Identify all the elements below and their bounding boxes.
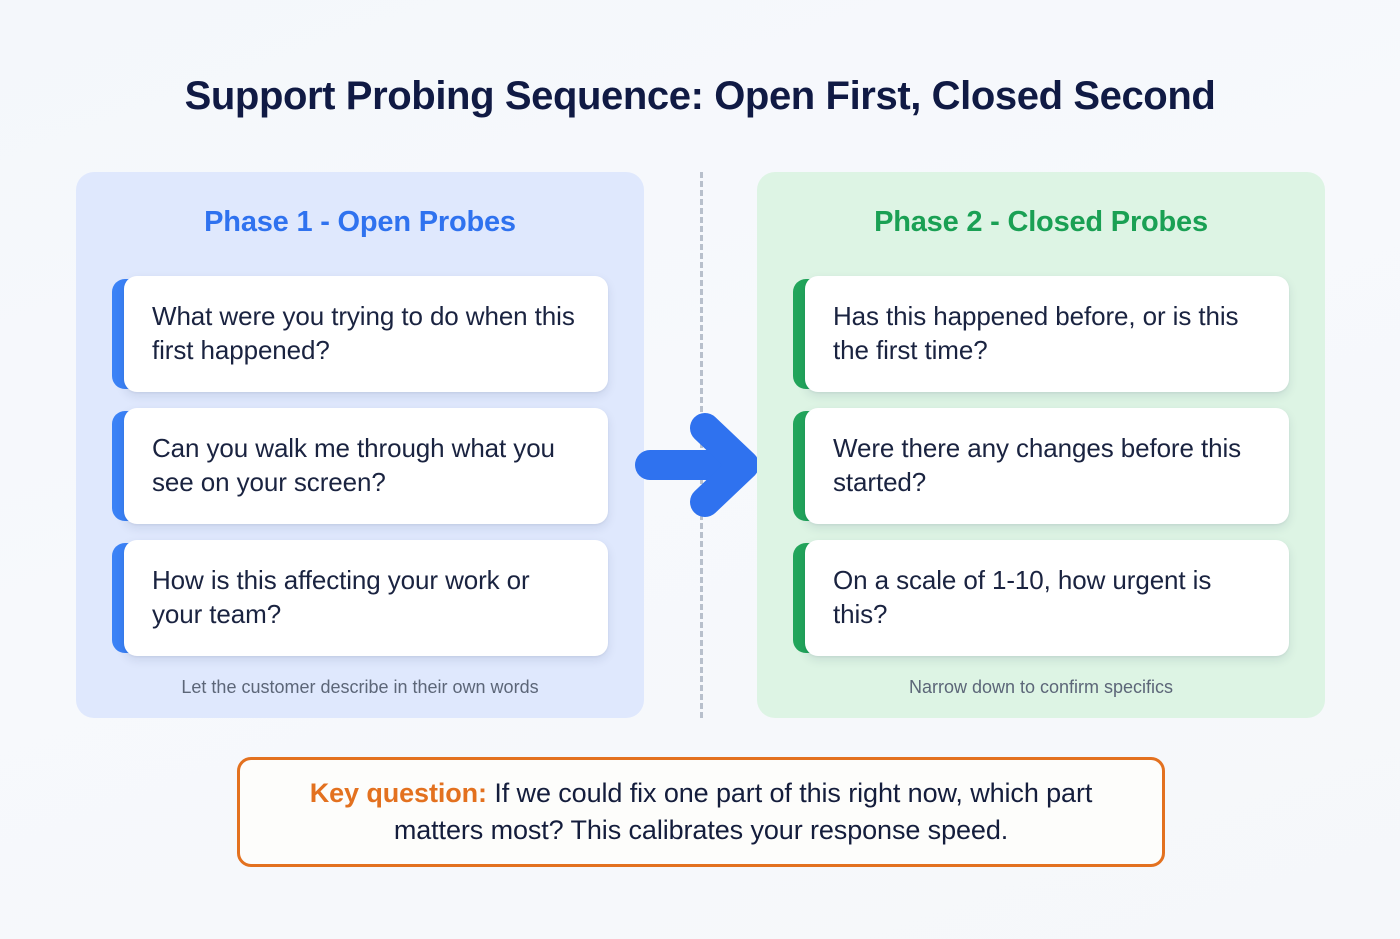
probe-card[interactable]: What were you trying to do when this fir… [112,276,608,392]
probe-card-body[interactable]: Can you walk me through what you see on … [124,408,608,524]
probe-card[interactable]: How is this affecting your work or your … [112,540,608,656]
phase-1-note: Let the customer describe in their own w… [181,677,539,697]
arrow-right-icon [633,408,769,522]
probe-card-body[interactable]: What were you trying to do when this fir… [124,276,608,392]
phase-1-panel: Phase 1 - Open Probes What were you tryi… [76,172,644,718]
probe-card-text: Were there any changes before this start… [833,433,1242,497]
probe-card-body[interactable]: How is this affecting your work or your … [124,540,608,656]
page-title: Support Probing Sequence: Open First, Cl… [184,74,1216,118]
phase-1-heading: Phase 1 - Open Probes [204,206,516,238]
probe-card[interactable]: Were there any changes before this start… [793,408,1289,524]
probe-card-body[interactable]: On a scale of 1-10, how urgent is this? [805,540,1289,656]
phase-2-card-list: Has this happened before, or is this the… [793,276,1289,656]
phase-1-card-list: What were you trying to do when this fir… [112,276,608,656]
key-question-body: If we could fix one part of this right n… [393,777,1093,845]
probe-card[interactable]: Can you walk me through what you see on … [112,408,608,524]
probe-card-text: How is this affecting your work or your … [152,565,530,629]
key-question-label: Key question: [309,777,487,808]
probe-card[interactable]: Has this happened before, or is this the… [793,276,1289,392]
probe-card-text: On a scale of 1-10, how urgent is this? [833,565,1212,629]
key-question-text: Key question: If we could fix one part o… [274,775,1128,850]
phase-2-heading: Phase 2 - Closed Probes [874,206,1208,238]
probe-card-body[interactable]: Were there any changes before this start… [805,408,1289,524]
phase-2-panel: Phase 2 - Closed Probes Has this happene… [757,172,1325,718]
phase-2-note: Narrow down to confirm specifics [908,677,1174,697]
probe-card[interactable]: On a scale of 1-10, how urgent is this? [793,540,1289,656]
probe-card-text: Has this happened before, or is this the… [833,301,1239,365]
probe-card-body[interactable]: Has this happened before, or is this the… [805,276,1289,392]
key-question-callout: Key question: If we could fix one part o… [237,757,1165,867]
probe-card-text: Can you walk me through what you see on … [152,433,555,497]
probe-card-text: What were you trying to do when this fir… [152,301,575,365]
